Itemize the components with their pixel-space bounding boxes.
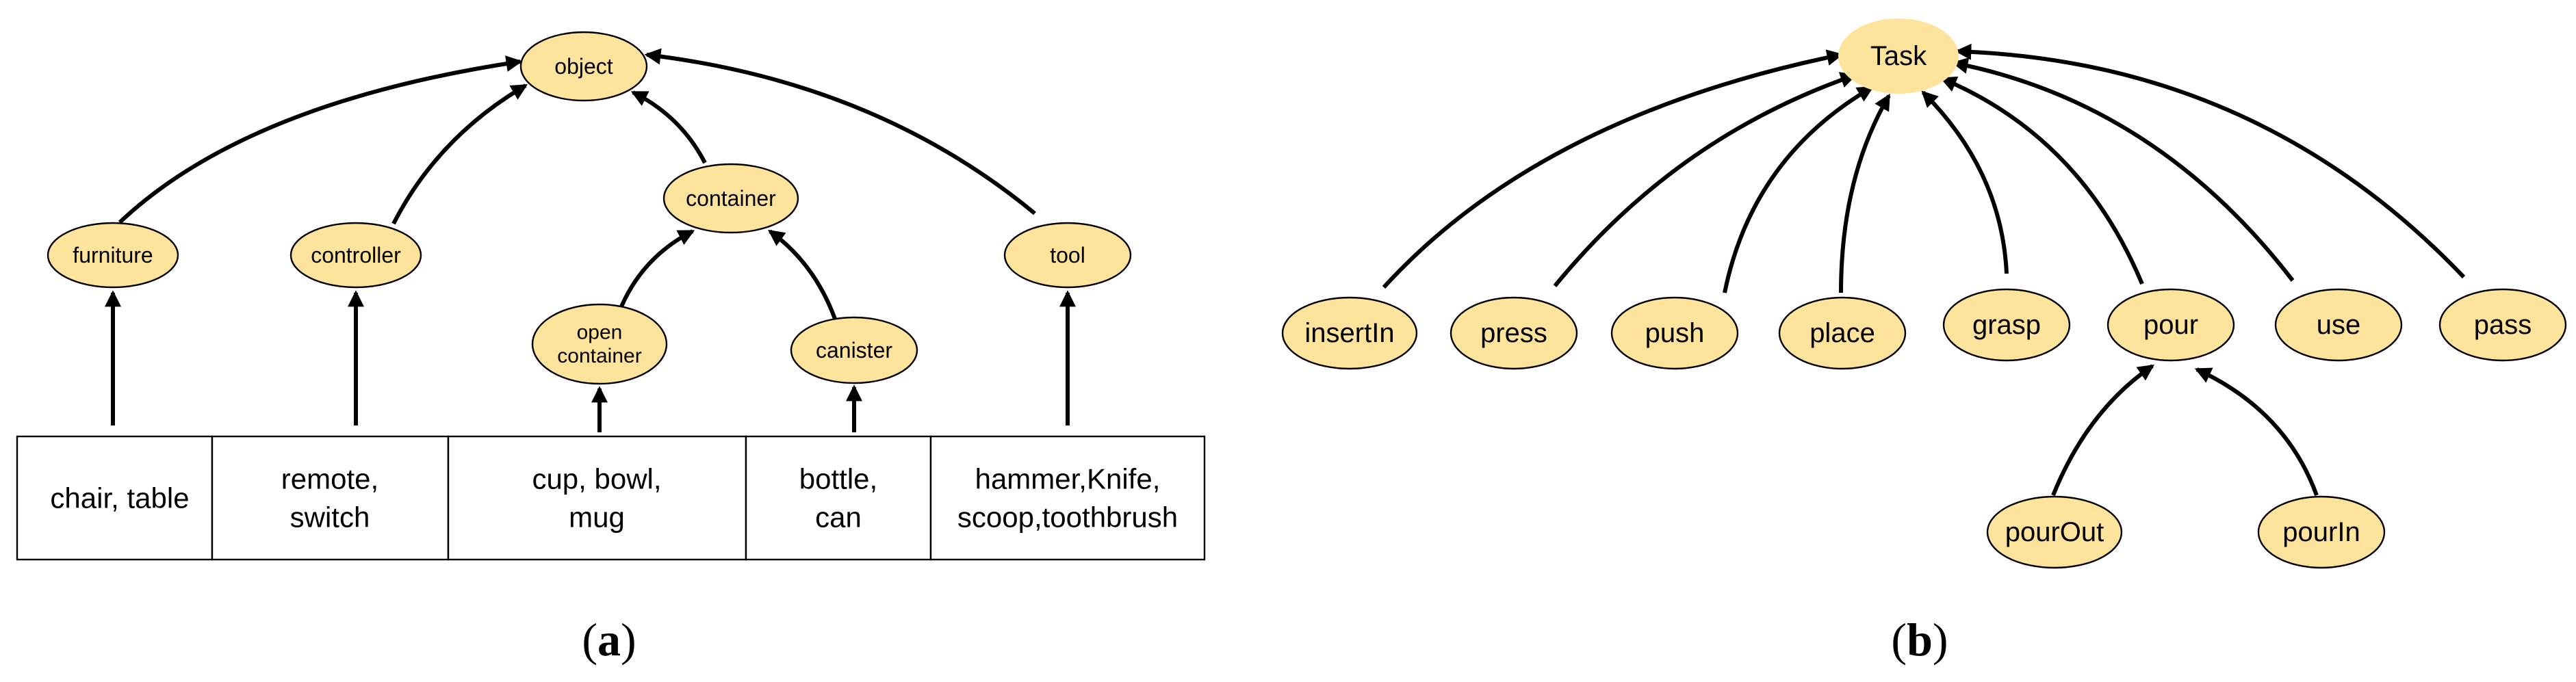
table-cell-text: cup, bowl, [532,463,661,495]
node-place-shape [1778,296,1907,370]
edge-grasp-to-task [1921,90,2009,274]
panel-b-label: (b) [1891,614,1948,666]
node-use-label: use [2317,310,2361,340]
node-object-shape [519,31,648,102]
table-cell-border [929,435,1206,561]
node-push-label: push [1645,318,1705,348]
table-cell-bottle: bottle, can [745,435,932,561]
edge-use-to-task [1951,57,2295,282]
node-container-shape [662,163,799,234]
node-pour: pour [2107,288,2235,362]
edge-pourIn-to-pour [2194,367,2319,497]
node-controller: controller [289,222,422,289]
node-pourOut-shape [1986,495,2123,569]
node-pass: pass [2438,288,2567,362]
node-furniture-label: furniture [73,243,153,267]
node-furniture-shape [47,222,179,289]
node-insertIn-label: insertIn [1304,318,1394,348]
node-insertIn: insertIn [1281,296,1418,370]
edge-push-to-task [1723,86,1875,293]
node-object-label: object [554,54,613,79]
node-open-container-label: open [577,321,623,343]
node-push: push [1610,296,1739,370]
table-cell-cup: cup, bowl, mug [447,435,747,561]
node-canister-label: canister [816,338,892,363]
node-use: use [2274,288,2403,362]
table-cell-text: scoop,toothbrush [957,501,1178,534]
panel-b-letter: b [1907,614,1933,666]
edge-container-to-object [630,90,707,164]
nodes-layer: object furniture controller container tool op… [47,18,2567,569]
node-container: container [662,163,799,234]
table-cell-hammer: hammer,Knife, scoop,toothbrush [929,435,1206,561]
node-pass-label: pass [2474,310,2532,340]
node-canister: canister [790,316,918,384]
node-pour-shape [2107,288,2235,362]
table-cell-border [745,435,932,561]
node-controller-label: controller [311,243,401,267]
table-cell-border [211,435,450,561]
node-furniture: furniture [47,222,179,289]
table-cell-text: switch [290,501,370,534]
node-pourOut-label: pourOut [2005,517,2104,547]
table-cell-text: hammer,Knife, [975,463,1161,495]
edge-pass-to-task [1955,43,2466,279]
table-cell-text: remote, [281,463,378,495]
table-cell-text: bottle, [799,463,877,495]
node-open-container-label: container [557,345,641,367]
node-task: Task [1838,18,1959,94]
node-pourIn-shape [2257,495,2386,569]
edge-insertIn-to-task [1382,49,1844,289]
node-pour-label: pour [2143,310,2198,340]
node-grasp: grasp [1942,288,2071,362]
table-cell-chair: chair, table [16,435,214,561]
node-place-label: place [1809,318,1875,348]
node-tool: tool [1003,222,1132,289]
edge-pour-to-task [1940,76,2144,285]
table-cell-text: can [815,501,862,534]
node-use-shape [2274,288,2403,362]
node-tool-label: tool [1050,243,1085,267]
node-pass-shape [2438,288,2567,362]
edge-furniture-to-object [118,55,523,224]
edge-tool-to-object [644,48,1036,215]
node-press: press [1450,296,1578,370]
node-insertIn-shape [1281,296,1418,370]
node-grasp-label: grasp [1972,310,2041,340]
table-cell-text: mug [569,501,625,534]
node-open-container-shape [531,303,668,385]
node-task-shape [1838,18,1959,94]
node-grasp-shape [1942,288,2071,362]
edges-layer [105,43,2466,497]
edge-controller-to-object [391,83,528,225]
node-place: place [1778,296,1907,370]
node-pourIn-label: pourIn [2282,517,2360,547]
table-cell-border [447,435,747,561]
edge-pourOut-to-pour [2051,364,2154,497]
node-pourIn: pourIn [2257,495,2386,569]
category-table: chair, table remote, switch cup, bowl, mug bo… [16,435,1206,561]
node-container-label: container [686,186,776,211]
edge-open-container-to-container [619,229,695,308]
node-pourOut: pourOut [1986,495,2123,569]
panel-a-letter: a [597,614,621,666]
node-tool-shape [1003,222,1132,289]
node-task-label: Task [1870,41,1927,71]
node-controller-shape [289,222,422,289]
panel-a-label: (a) [582,614,636,666]
table-cell-border [16,435,214,561]
node-canister-shape [790,316,918,384]
edge-place-to-task [1839,93,1891,293]
edge-press-to-task [1553,72,1857,287]
node-object: object [519,31,648,102]
edge-canister-to-container [768,229,837,320]
table-cell-remote: remote, switch [211,435,450,561]
node-push-shape [1610,296,1739,370]
node-press-shape [1450,296,1578,370]
table-cell-text: chair, table [50,482,189,514]
node-press-label: press [1480,318,1547,348]
